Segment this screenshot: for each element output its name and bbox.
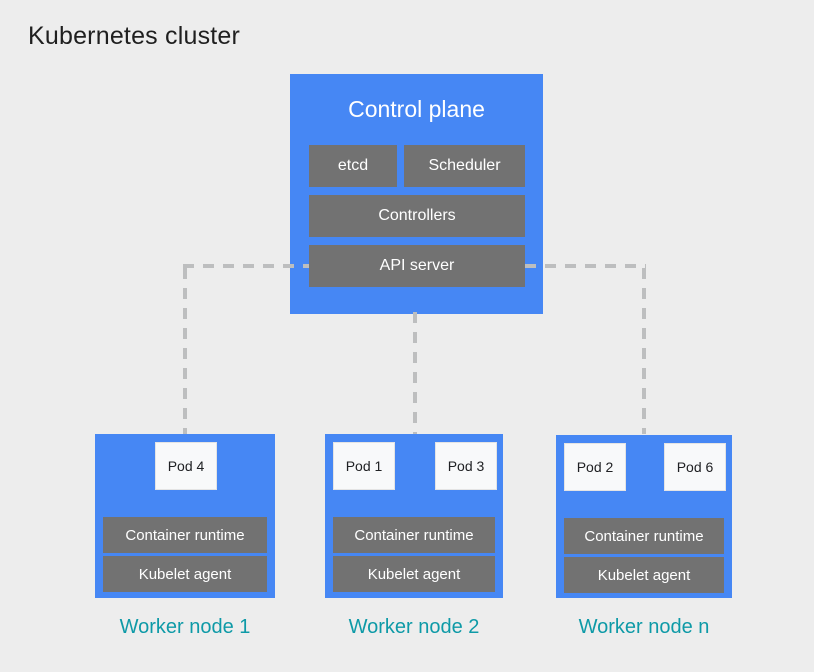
worker-node-n-label: Worker node n xyxy=(578,616,710,638)
worker-node-2-label: Worker node 2 xyxy=(348,616,480,638)
pod-box-6: Pod 6 xyxy=(664,443,726,491)
pod-row: Pod 2 Pod 6 xyxy=(564,443,726,491)
etcd-box: etcd xyxy=(309,145,397,187)
worker-node-n-box: Pod 2 Pod 6 Container runtime Kubelet ag… xyxy=(556,435,732,598)
pod-box-1: Pod 1 xyxy=(333,442,395,490)
worker-node-1-label: Worker node 1 xyxy=(119,616,251,638)
connector-vertical-left xyxy=(183,268,187,434)
kubelet-agent-box: Kubelet agent xyxy=(333,556,495,592)
container-runtime-box: Container runtime xyxy=(103,517,267,553)
pod-row: Pod 4 xyxy=(103,442,269,490)
pod-box-3: Pod 3 xyxy=(435,442,497,490)
api-server-box: API server xyxy=(309,245,525,287)
connector-vertical-center xyxy=(413,312,417,434)
kubelet-agent-box: Kubelet agent xyxy=(103,556,267,592)
scheduler-box: Scheduler xyxy=(404,145,525,187)
container-runtime-box: Container runtime xyxy=(564,518,724,554)
container-runtime-box: Container runtime xyxy=(333,517,495,553)
worker-node-2-box: Pod 1 Pod 3 Container runtime Kubelet ag… xyxy=(325,434,503,598)
pod-box-4: Pod 4 xyxy=(155,442,217,490)
pod-box-2: Pod 2 xyxy=(564,443,626,491)
control-plane-box: Control plane etcd Scheduler Controllers… xyxy=(290,74,543,314)
connector-horizontal-left xyxy=(183,264,309,268)
connector-horizontal-right xyxy=(525,264,646,268)
diagram-title: Kubernetes cluster xyxy=(28,22,241,50)
pod-row: Pod 1 Pod 3 xyxy=(333,442,497,490)
control-plane-title: Control plane xyxy=(348,96,485,122)
connector-vertical-right xyxy=(642,268,646,434)
worker-node-1-box: Pod 4 Container runtime Kubelet agent xyxy=(95,434,275,598)
controllers-box: Controllers xyxy=(309,195,525,237)
kubelet-agent-box: Kubelet agent xyxy=(564,557,724,593)
